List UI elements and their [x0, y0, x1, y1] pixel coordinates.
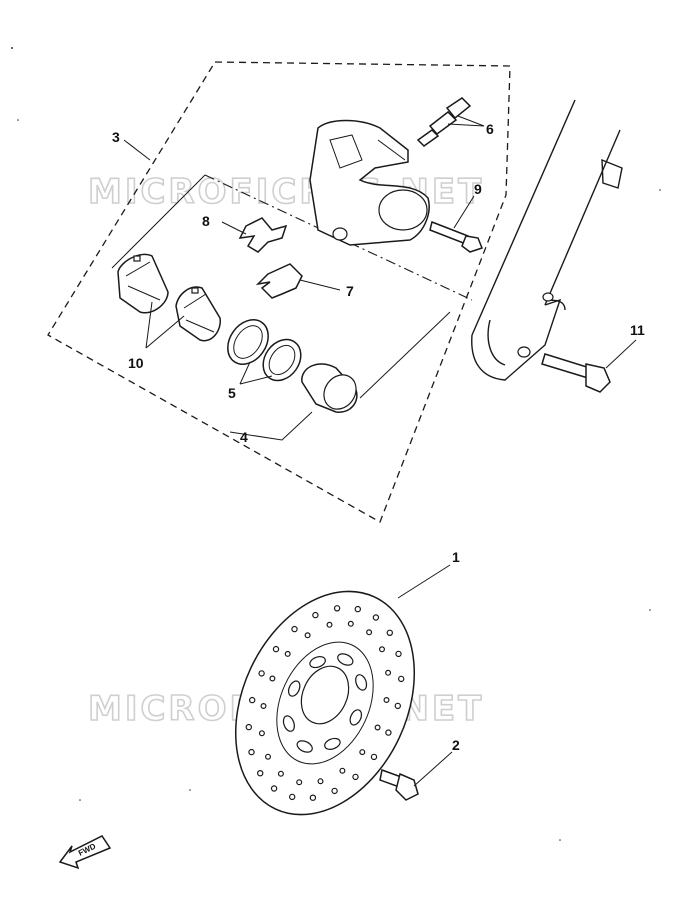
disc-hole	[372, 614, 380, 621]
disc-hole	[291, 625, 298, 633]
disc-hole	[354, 605, 361, 613]
disc-hole	[284, 650, 291, 657]
callout-9: 9	[474, 181, 482, 197]
disc-hole	[398, 675, 405, 683]
caliper-bolt	[429, 220, 483, 253]
disc-hub-slot	[324, 737, 341, 750]
disc-hub-slot	[309, 656, 326, 669]
disc-hub-slot	[287, 680, 301, 697]
pad-group-outline-lower	[111, 174, 451, 399]
disc-hole	[359, 749, 366, 756]
callout-10: 10	[128, 355, 144, 371]
disc-hole	[260, 702, 267, 709]
disc-hole	[258, 730, 265, 737]
forward-direction-icon: FWD	[58, 835, 112, 870]
disc-hub-slot	[296, 740, 313, 753]
callout-5: 5	[228, 385, 236, 401]
disc-hole	[385, 669, 392, 676]
disc-hub-slot	[349, 709, 363, 726]
disc-hole	[333, 605, 341, 612]
piston-seal-1	[227, 319, 269, 365]
bleed-screw	[416, 97, 472, 147]
disc-hub-slot	[282, 715, 295, 732]
disc-hole	[347, 620, 354, 627]
callout-2: 2	[452, 737, 460, 753]
disc-hole	[258, 670, 265, 677]
caliper-assembly-outline	[47, 61, 511, 523]
disc-hole	[374, 724, 381, 731]
caliper-body	[309, 119, 430, 246]
disc-hole	[257, 770, 264, 777]
disc-hole	[331, 787, 338, 795]
disc-hole	[277, 770, 284, 777]
disc-hole	[395, 650, 402, 658]
disc-hole	[312, 611, 319, 619]
disc-hole	[245, 723, 252, 731]
callout-1: 1	[452, 549, 460, 565]
scan-specks	[11, 47, 661, 841]
callout-6: 6	[486, 121, 494, 137]
disc-hole	[352, 773, 359, 781]
callout-4: 4	[240, 429, 248, 445]
brake-pad-left	[117, 253, 169, 314]
pad-spring-upper	[238, 217, 288, 253]
disc-hole	[270, 785, 278, 792]
callout-3: 3	[112, 129, 120, 145]
disc-hole	[296, 779, 303, 786]
disc-hole	[317, 778, 324, 785]
piston-seal-2	[262, 338, 302, 382]
disc-hole	[383, 696, 390, 703]
disc-hole	[265, 753, 272, 760]
disc-bolt	[379, 768, 419, 801]
front-fork-leg	[471, 99, 623, 381]
disc-hole	[289, 793, 296, 801]
callout-11: 11	[630, 322, 645, 338]
disc-hole	[248, 748, 255, 756]
disc-hole	[379, 646, 386, 653]
fork-bolt	[541, 353, 611, 393]
disc-hole	[339, 767, 346, 774]
callout-7: 7	[346, 283, 354, 299]
disc-hole	[370, 753, 378, 761]
disc-hole	[269, 675, 276, 682]
disc-hole	[248, 696, 256, 704]
disc-hole	[326, 621, 333, 628]
disc-hole	[304, 632, 311, 639]
brake-pad-right	[175, 286, 221, 342]
disc-hole	[394, 702, 401, 710]
disc-hole	[366, 629, 373, 636]
caliper-piston	[301, 363, 358, 413]
pad-spring-lower	[255, 263, 303, 299]
callout-8: 8	[202, 213, 210, 229]
brake-disc	[234, 590, 416, 816]
disc-hole	[309, 794, 317, 801]
disc-hub-slot	[337, 653, 354, 666]
disc-hub-slot	[355, 674, 368, 691]
disc-hole	[385, 729, 392, 736]
disc-hole	[272, 645, 280, 653]
disc-hole	[386, 629, 393, 637]
